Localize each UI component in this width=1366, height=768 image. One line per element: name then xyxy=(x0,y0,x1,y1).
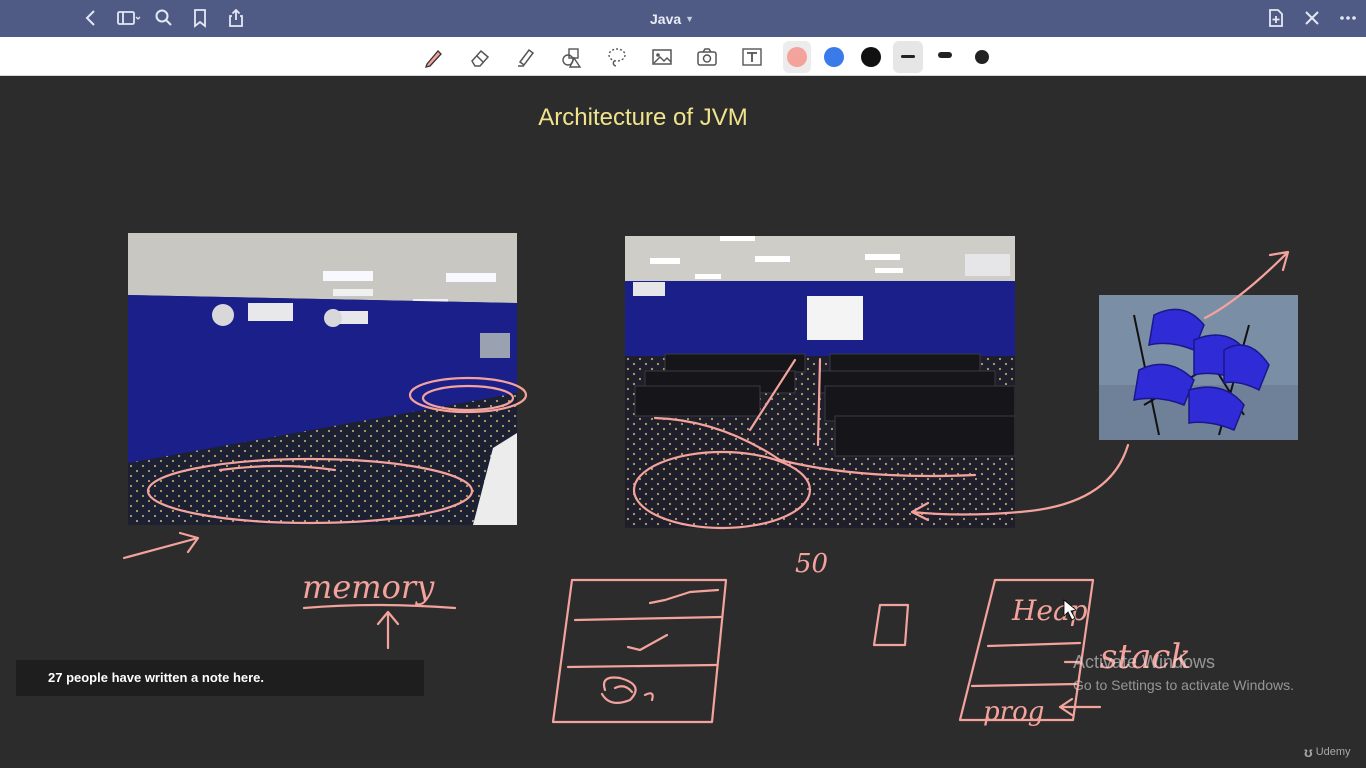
room-photo-empty xyxy=(128,233,517,525)
title-bar: Java ▼ xyxy=(0,0,1366,37)
more-icon[interactable] xyxy=(1336,6,1360,30)
udemy-mark-icon: ʊ xyxy=(1304,744,1313,760)
stacked-chairs-photo xyxy=(1099,295,1298,440)
note-banner-text: 27 people have written a note here. xyxy=(48,670,265,685)
activate-windows-title: Activate Windows xyxy=(1073,652,1216,672)
text-icon[interactable] xyxy=(738,43,766,71)
room-photo-with-chairs xyxy=(625,236,1015,528)
document-title[interactable]: Java ▼ xyxy=(650,9,720,29)
bookmark-icon[interactable] xyxy=(188,6,212,30)
drawing-toolbar xyxy=(0,37,1366,76)
pen-icon[interactable] xyxy=(420,43,448,71)
activate-windows-subtitle: Go to Settings to activate Windows. xyxy=(1073,677,1294,693)
shapes-icon[interactable] xyxy=(557,43,585,71)
slide-title: Architecture of JVM xyxy=(538,104,748,131)
highlighter-icon[interactable] xyxy=(512,43,540,71)
thin-stroke-icon xyxy=(901,55,915,58)
thickness-medium[interactable] xyxy=(938,52,952,58)
close-icon[interactable] xyxy=(1300,6,1324,30)
color-swatch-black[interactable] xyxy=(861,47,881,67)
search-icon[interactable] xyxy=(152,6,176,30)
thickness-thick[interactable] xyxy=(975,50,989,64)
color-swatch-blue[interactable] xyxy=(824,47,844,67)
back-icon[interactable] xyxy=(79,6,103,30)
udemy-logo-text: Udemy xyxy=(1315,746,1351,758)
color-swatch-pink[interactable] xyxy=(787,47,807,67)
sidebar-icon[interactable] xyxy=(114,6,142,30)
thickness-thin-selected[interactable] xyxy=(893,41,923,73)
add-page-icon[interactable] xyxy=(1264,6,1288,30)
chevron-down-icon: ▼ xyxy=(685,14,695,24)
note-banner[interactable]: 27 people have written a note here. xyxy=(16,660,424,696)
document-title-label: Java xyxy=(650,11,682,27)
camera-icon[interactable] xyxy=(693,43,721,71)
lasso-icon[interactable] xyxy=(603,43,631,71)
share-icon[interactable] xyxy=(224,6,248,30)
udemy-logo: ʊ Udemy xyxy=(1304,744,1351,760)
image-icon[interactable] xyxy=(648,43,676,71)
eraser-icon[interactable] xyxy=(466,43,494,71)
